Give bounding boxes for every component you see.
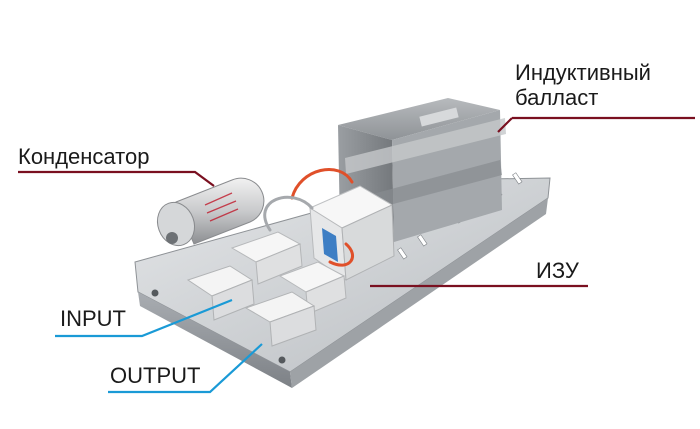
leader-output [108, 343, 263, 394]
terminal-block-center [278, 261, 347, 315]
wires [263, 167, 354, 267]
label-input: INPUT [60, 306, 126, 331]
label-ballast-line2: балласт [515, 85, 599, 111]
leader-lines [18, 116, 695, 394]
label-ballast-line1: Индуктивный [515, 60, 651, 85]
leader-capacitor [18, 170, 215, 187]
label-igniter: ИЗУ [536, 258, 579, 283]
leader-input [55, 298, 233, 338]
label-ballast: Индуктивный балласт [515, 60, 651, 111]
label-capacitor: Конденсатор [18, 144, 150, 169]
label-output: OUTPUT [110, 363, 201, 388]
capacitor [156, 177, 265, 247]
terminal-block-upper [230, 231, 303, 285]
terminal-input [186, 265, 255, 321]
igniter-module [308, 185, 395, 282]
ballast-coil [338, 98, 506, 242]
terminal-output [244, 291, 317, 347]
